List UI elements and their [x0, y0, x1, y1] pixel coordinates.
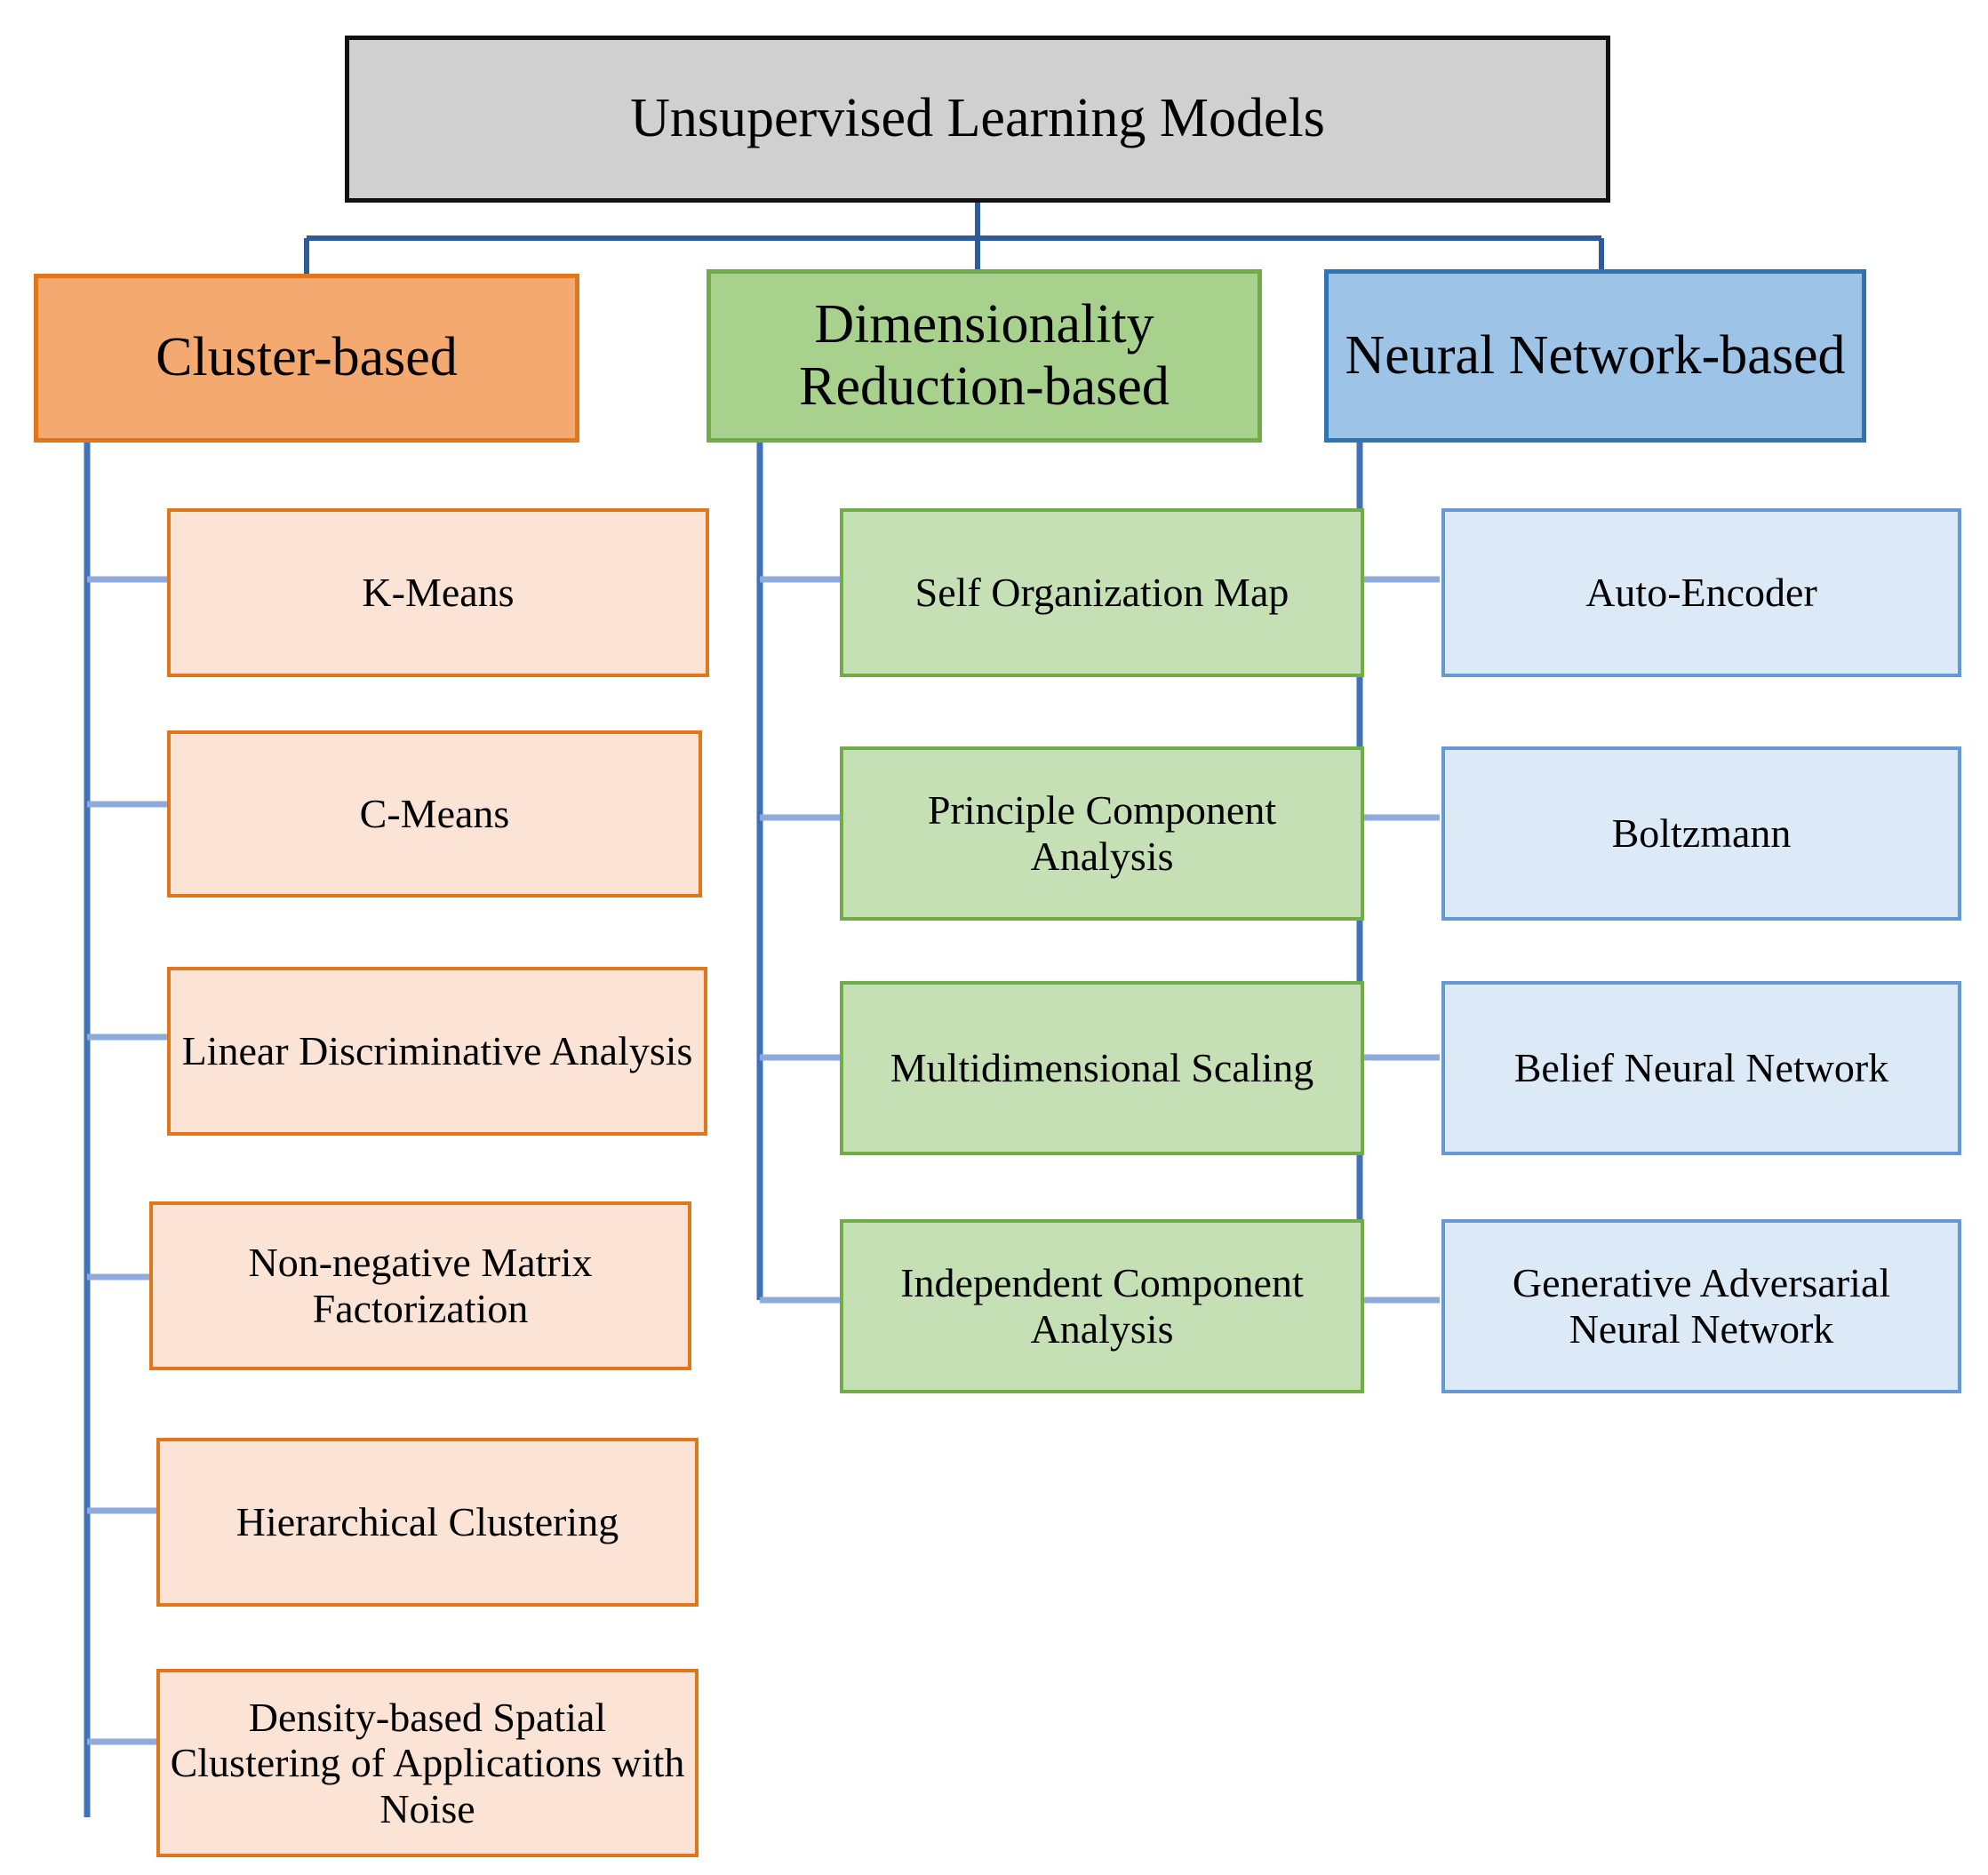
- leaf-node-k-means[interactable]: K-Means: [167, 508, 709, 677]
- leaf-label-auto-encoder: Auto-Encoder: [1585, 570, 1817, 616]
- leaf-node-generative-adversarial-neural-network[interactable]: Generative Adversarial Neural Network: [1441, 1219, 1961, 1393]
- leaf-label-independent-component-analysis: Independent Component Analysis: [900, 1260, 1304, 1352]
- leaf-node-boltzmann[interactable]: Boltzmann: [1441, 746, 1961, 921]
- leaf-node-multidimensional-scaling[interactable]: Multidimensional Scaling: [840, 981, 1364, 1155]
- category-node-neural-network-based[interactable]: Neural Network-based: [1324, 269, 1866, 443]
- leaf-label-k-means: K-Means: [362, 570, 515, 616]
- category-node-cluster-based[interactable]: Cluster-based: [34, 274, 579, 443]
- category-label-dimensionality-reduction-based: Dimensionality Reduction-based: [799, 294, 1170, 417]
- leaf-node-principle-component-analysis[interactable]: Principle Component Analysis: [840, 746, 1364, 921]
- leaf-label-multidimensional-scaling: Multidimensional Scaling: [890, 1045, 1314, 1091]
- root-node[interactable]: Unsupervised Learning Models: [345, 36, 1610, 203]
- leaf-node-c-means[interactable]: C-Means: [167, 730, 702, 898]
- leaf-node-auto-encoder[interactable]: Auto-Encoder: [1441, 508, 1961, 677]
- leaf-label-belief-neural-network: Belief Neural Network: [1513, 1045, 1889, 1091]
- category-label-neural-network-based: Neural Network-based: [1345, 324, 1846, 386]
- leaf-label-hierarchical-clustering: Hierarchical Clustering: [236, 1499, 619, 1545]
- leaf-label-boltzmann: Boltzmann: [1611, 810, 1792, 857]
- leaf-node-hierarchical-clustering[interactable]: Hierarchical Clustering: [156, 1438, 699, 1607]
- root-node-label: Unsupervised Learning Models: [630, 88, 1325, 149]
- leaf-label-generative-adversarial-neural-network: Generative Adversarial Neural Network: [1512, 1260, 1891, 1352]
- leaf-node-dbscan[interactable]: Density-based Spatial Clustering of Appl…: [156, 1669, 699, 1857]
- category-label-cluster-based: Cluster-based: [156, 327, 458, 388]
- category-node-dimensionality-reduction-based[interactable]: Dimensionality Reduction-based: [707, 269, 1262, 443]
- leaf-node-belief-neural-network[interactable]: Belief Neural Network: [1441, 981, 1961, 1155]
- leaf-node-self-organization-map[interactable]: Self Organization Map: [840, 508, 1364, 677]
- leaf-node-linear-discriminative-analysis[interactable]: Linear Discriminative Analysis: [167, 967, 707, 1136]
- leaf-label-principle-component-analysis: Principle Component Analysis: [927, 787, 1277, 879]
- leaf-label-dbscan: Density-based Spatial Clustering of Appl…: [170, 1694, 685, 1831]
- leaf-label-linear-discriminative-analysis: Linear Discriminative Analysis: [181, 1028, 693, 1074]
- leaf-node-non-negative-matrix-factorization[interactable]: Non-negative Matrix Factorization: [149, 1201, 691, 1370]
- leaf-node-independent-component-analysis[interactable]: Independent Component Analysis: [840, 1219, 1364, 1393]
- leaf-label-non-negative-matrix-factorization: Non-negative Matrix Factorization: [248, 1240, 593, 1331]
- leaf-label-self-organization-map: Self Organization Map: [914, 570, 1289, 616]
- leaf-label-c-means: C-Means: [359, 791, 510, 837]
